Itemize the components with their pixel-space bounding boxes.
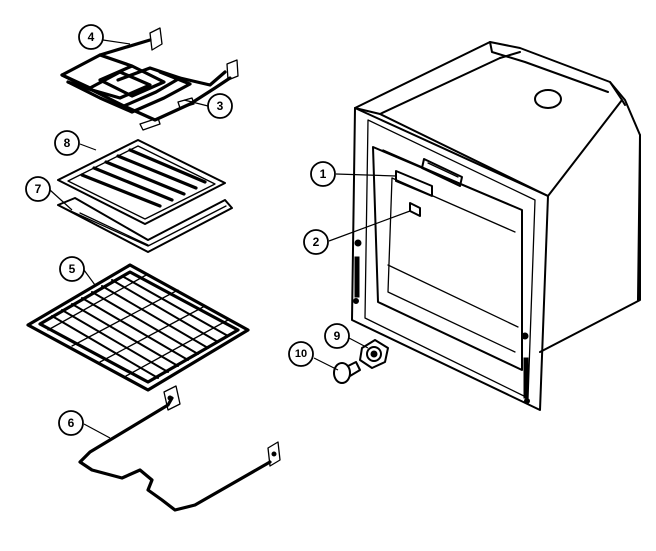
callout-2-label: 2: [313, 235, 320, 249]
callout-4: 4: [78, 24, 104, 50]
broil-pan: [57, 197, 233, 253]
callout-5-label: 5: [69, 262, 76, 276]
callout-5: 5: [59, 256, 85, 282]
callout-1-label: 1: [320, 167, 327, 181]
callout-7: 7: [25, 176, 51, 202]
callout-6-label: 6: [68, 416, 75, 430]
callout-10: 10: [288, 341, 314, 367]
callout-8: 8: [54, 130, 80, 156]
leader-lines: [49, 39, 411, 439]
callout-3-label: 3: [217, 99, 224, 113]
callout-7-label: 7: [35, 182, 42, 196]
callout-8-label: 8: [64, 136, 71, 150]
callout-9: 9: [324, 323, 350, 349]
callout-6: 6: [58, 410, 84, 436]
callout-9-label: 9: [334, 329, 341, 343]
callout-10-label: 10: [295, 348, 307, 360]
broil-element: [60, 27, 239, 131]
oven-rack: [26, 263, 250, 392]
light-socket: [359, 339, 389, 369]
callout-2: 2: [303, 229, 329, 255]
callout-4-label: 4: [88, 30, 95, 44]
broil-pan-grid: [57, 139, 226, 225]
bake-element: [78, 385, 281, 512]
light-bulb: [333, 361, 361, 384]
oven-cavity: [351, 41, 641, 411]
callout-1: 1: [310, 161, 336, 187]
callout-3: 3: [207, 93, 233, 119]
